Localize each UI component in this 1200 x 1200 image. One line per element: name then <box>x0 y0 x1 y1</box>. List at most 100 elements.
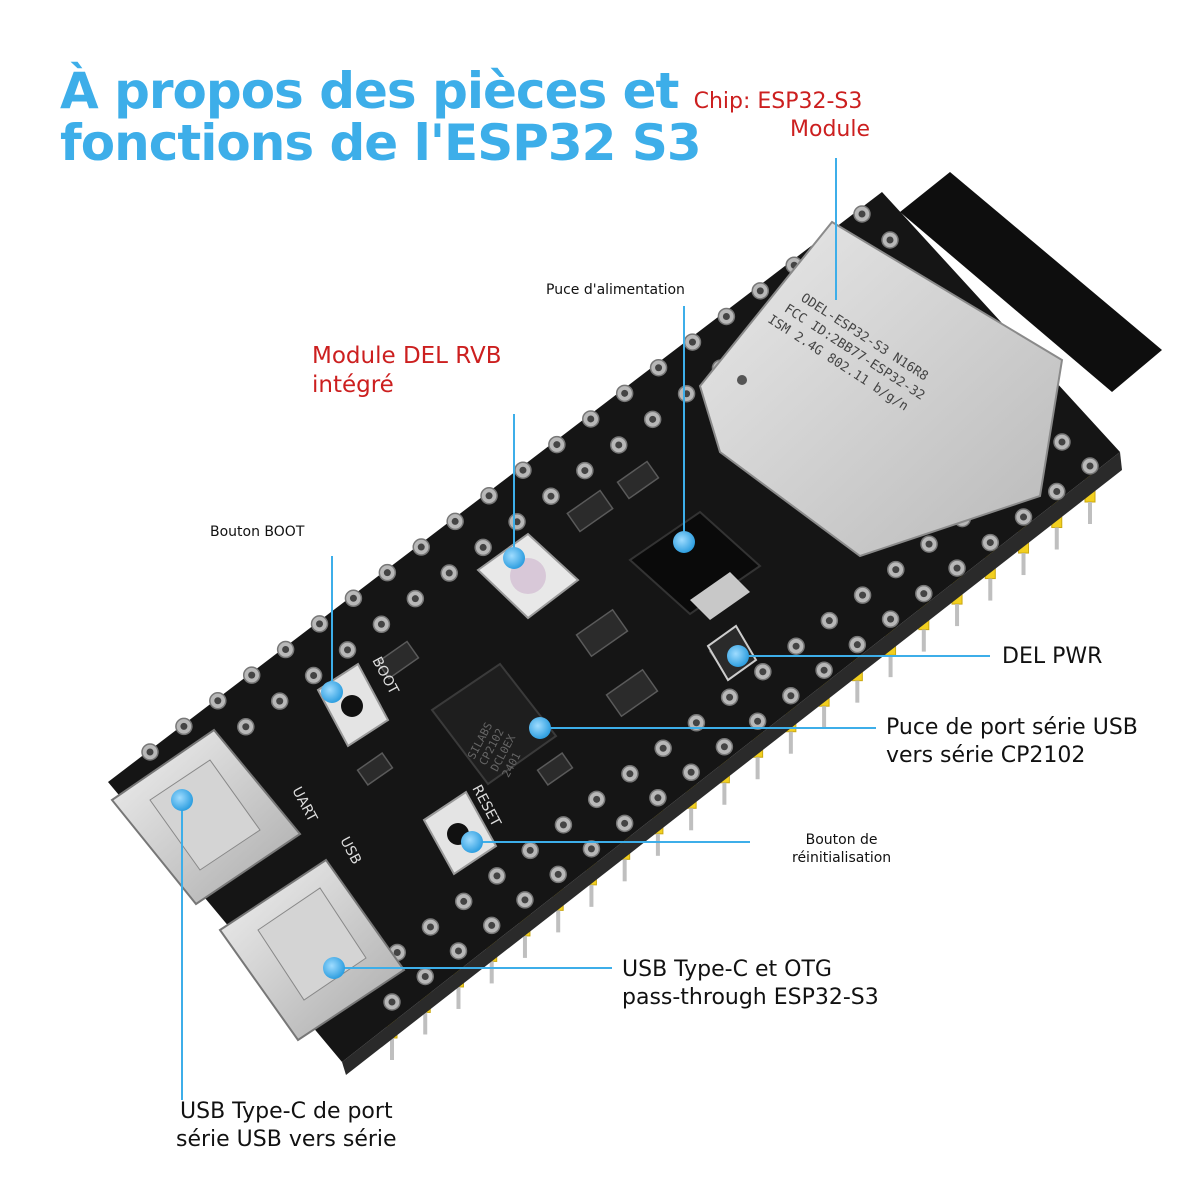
callout-usb-serial-line2: vers série CP2102 <box>886 742 1086 768</box>
callout-power-chip: Puce d'alimentation <box>546 282 685 298</box>
pin-hole-center <box>519 466 527 474</box>
pin-hole-center <box>792 642 800 650</box>
header-pin-tip <box>1021 553 1026 576</box>
pin-hole-center <box>488 921 496 929</box>
callout-chip-line1: Chip: ESP32-S3 <box>693 89 863 114</box>
pin-hole-center <box>887 615 895 623</box>
pin-hole-center <box>722 312 730 320</box>
callout-rgb-line2: intégré <box>312 371 394 398</box>
header-pin-tip <box>855 680 860 703</box>
callout-boot-button: Bouton BOOT <box>210 524 305 540</box>
pin-hole-center <box>276 697 284 705</box>
header-pin-tip <box>788 731 793 754</box>
pcb-edge <box>342 452 1122 1075</box>
header-pin-tip <box>423 1012 428 1035</box>
callout-usb-serial-chip: Puce de port série USB vers série CP2102 <box>886 714 1138 769</box>
cp2102-chip <box>430 662 558 786</box>
header-pin-tip <box>689 808 694 831</box>
pin-hole-center <box>925 540 933 548</box>
callout-rgb-line1: Module DEL RVB <box>312 343 502 369</box>
pin-hole-center <box>383 569 391 577</box>
pin-hole-center <box>526 846 534 854</box>
pin-hole-center <box>587 845 595 853</box>
callout-reset-line2: réinitialisation <box>792 849 892 866</box>
callout-reset-button: Bouton de réinitialisation <box>792 832 891 867</box>
header-pin-tip <box>489 961 494 984</box>
header-pin-tip <box>589 884 594 907</box>
pin-hole-center <box>756 287 764 295</box>
dot-boot <box>321 681 343 703</box>
module-dot <box>737 375 747 385</box>
pin-hole-center <box>454 947 462 955</box>
pin-hole-center <box>316 620 324 628</box>
pin-hole-center <box>393 948 401 956</box>
dot-power <box>673 531 695 553</box>
callout-reset-line1: Bouton de <box>805 832 878 848</box>
pin-hole-center <box>726 693 734 701</box>
usb-c-uart-connector <box>110 728 302 906</box>
pin-hole-center <box>479 543 487 551</box>
pin-hole-center <box>615 441 623 449</box>
pin-hole-center <box>388 998 396 1006</box>
pin-hole-center <box>521 896 529 904</box>
pin-hole-center <box>593 795 601 803</box>
pin-hole-center <box>688 338 696 346</box>
pin-hole-center <box>687 768 695 776</box>
regulator-tab <box>690 572 750 620</box>
pin-hole-center <box>920 590 928 598</box>
header-pin-tip <box>622 859 627 882</box>
page-title-line-1: À propos des pièces et <box>60 62 679 120</box>
pin-hole-center <box>460 897 468 905</box>
pin-hole-center <box>485 492 493 500</box>
pin-hole-center <box>649 415 657 423</box>
page-title-line-2: fonctions de l'ESP32 S3 <box>60 114 702 172</box>
header-pin-tip <box>556 910 561 933</box>
pin-hole-center <box>953 564 961 572</box>
dot-reset <box>461 831 483 853</box>
pin-hole-center <box>248 671 256 679</box>
header-pin-tip <box>655 833 660 856</box>
pin-hole-center <box>759 668 767 676</box>
pin-hole-center <box>1086 462 1094 470</box>
pin-hole-center <box>621 389 629 397</box>
pin-hole-center <box>310 672 318 680</box>
pin-hole-center <box>1020 513 1028 521</box>
header-pin-tip <box>456 986 461 1009</box>
pin-hole-center <box>349 594 357 602</box>
pin-hole-center <box>547 492 555 500</box>
pin-hole-center <box>445 569 453 577</box>
esp32-module-shield <box>698 220 1064 558</box>
pin-hole-center <box>417 543 425 551</box>
callout-chip-module: Chip: ESP32-S3 Module <box>686 88 870 143</box>
pin-hole-center <box>621 819 629 827</box>
pin-hole-center <box>654 794 662 802</box>
pin-hole-center <box>626 770 634 778</box>
power-regulator-chip <box>628 510 762 616</box>
pin-hole-center <box>659 744 667 752</box>
header-pin-tip <box>955 604 960 627</box>
pin-hole-center <box>581 467 589 475</box>
header-pin-tip <box>522 935 527 958</box>
pin-hole-center <box>853 641 861 649</box>
callout-uart-line1: USB Type-C de port <box>180 1099 393 1124</box>
header-pin-tip <box>822 706 827 729</box>
pin-hole-center <box>986 539 994 547</box>
header-pin-tip <box>921 629 926 652</box>
pin-hole-center <box>858 210 866 218</box>
header-pin-tip <box>988 578 993 601</box>
pin-hole-center <box>377 620 385 628</box>
pin-hole-center <box>1053 488 1061 496</box>
dot-otg <box>323 957 345 979</box>
pin-hole-center <box>655 364 663 372</box>
pin-hole-center <box>493 872 501 880</box>
header-pin-tip <box>722 782 727 805</box>
highlight-dots <box>171 531 749 979</box>
pin-hole-center <box>344 646 352 654</box>
callout-usb-otg: USB Type-C et OTG pass-through ESP32-S3 <box>622 956 879 1011</box>
pin-hole-center <box>214 697 222 705</box>
header-pin-tip <box>755 757 760 780</box>
pin-hole-center <box>859 591 867 599</box>
callout-uart-line2: série USB vers série <box>176 1126 397 1152</box>
pin-hole-center <box>146 748 154 756</box>
